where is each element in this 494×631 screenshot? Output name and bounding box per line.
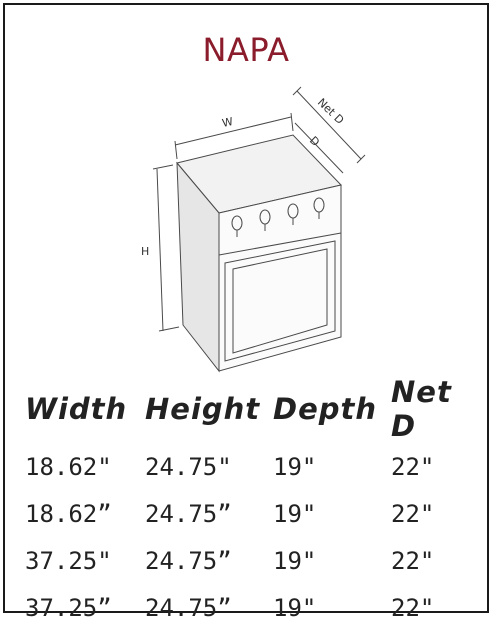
cell-net-depth: 22" xyxy=(391,593,435,622)
cell-width: 18.62” xyxy=(25,499,112,528)
width-label: W xyxy=(221,115,234,130)
column-header-depth: Depth xyxy=(273,392,378,426)
table-row: 37.25" 24.75” 19" 22" xyxy=(25,537,487,584)
net-depth-label: Net D xyxy=(315,96,347,127)
cabinet-front xyxy=(218,184,342,372)
column-header-net-depth: Net D xyxy=(391,375,452,443)
product-spec-card: NAPA xyxy=(3,3,489,622)
cell-depth: 19" xyxy=(273,593,317,622)
cabinet-diagram: W H D Net D xyxy=(141,86,366,373)
column-header-height: Height xyxy=(145,392,261,426)
column-header-width: Width xyxy=(25,392,128,426)
cell-depth: 19" xyxy=(273,546,317,575)
depth-dimension xyxy=(294,122,344,174)
cell-height: 24.75" xyxy=(145,452,232,481)
cell-width: 37.25" xyxy=(25,546,112,575)
cell-height: 24.75” xyxy=(145,593,232,622)
cell-net-depth: 22" xyxy=(391,452,435,481)
cell-depth: 19" xyxy=(273,499,317,528)
table-header-row: Width Height Depth Net D xyxy=(25,375,487,443)
cell-depth: 19" xyxy=(273,452,317,481)
dimensions-table: Width Height Depth Net D 18.62" 24.75" 1… xyxy=(25,375,487,631)
height-label: H xyxy=(141,245,149,258)
cabinet-door xyxy=(224,240,336,362)
table-row: 37.25” 24.75” 19" 22" xyxy=(25,584,487,631)
depth-label: D xyxy=(307,134,322,149)
cell-height: 24.75” xyxy=(145,546,232,575)
width-dimension xyxy=(174,112,294,160)
cell-net-depth: 22" xyxy=(391,499,435,528)
cell-width: 18.62" xyxy=(25,452,112,481)
table-row: 18.62" 24.75" 19" 22" xyxy=(25,443,487,490)
height-dimension xyxy=(152,164,180,332)
tap-handles xyxy=(231,197,325,237)
product-title: NAPA xyxy=(202,31,290,69)
cell-net-depth: 22" xyxy=(391,546,435,575)
net-depth-dimension xyxy=(292,86,366,164)
cell-height: 24.75” xyxy=(145,499,232,528)
table-row: 18.62” 24.75” 19" 22" xyxy=(25,490,487,537)
cell-width: 37.25” xyxy=(25,593,112,622)
